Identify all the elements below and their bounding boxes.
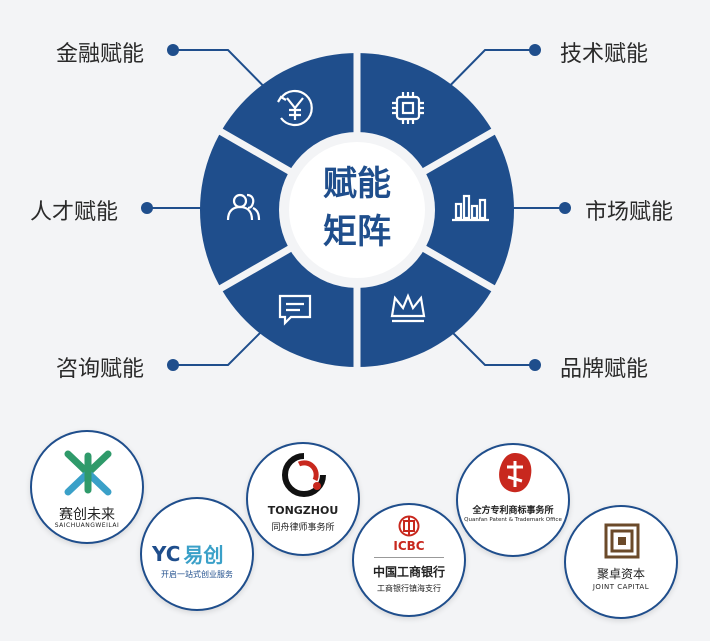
label-finance: 金融赋能 <box>56 42 145 67</box>
dot-consult <box>167 359 179 371</box>
label-talent: 人才赋能 <box>30 200 119 225</box>
saichuang-logo-icon <box>64 450 112 496</box>
crown-icon <box>390 293 426 323</box>
bar-chart-icon <box>452 194 489 222</box>
label-consult: 咨询赋能 <box>56 357 145 382</box>
dot-tech <box>529 44 541 56</box>
joint-capital-logo-icon <box>604 523 640 559</box>
tongzhou-logo-icon <box>282 453 326 497</box>
partner-tongzhou: TONGZHOU 同舟律师事务所 <box>246 442 360 556</box>
partner-subtitle: 同舟律师事务所 <box>271 523 335 533</box>
partner-subtitle: SAICHUANGWEILAI <box>54 522 120 529</box>
partner-yichuang: YC 易创 开启一站式创业服务 <box>140 497 254 611</box>
partner-subtitle: JOINT CAPITAL <box>592 583 650 591</box>
icbc-logo-icon <box>398 515 420 537</box>
partner-saichuang: 赛创未来 SAICHUANGWEILAI <box>30 430 144 544</box>
partner-name: 中国工商银行 <box>372 565 445 579</box>
dot-brand <box>529 359 541 371</box>
matrix-wheel <box>141 44 571 371</box>
partner-name: 赛创未来 <box>59 507 115 523</box>
yen-coin-icon <box>277 89 313 127</box>
partner-joint-capital: 聚卓资本 JOINT CAPITAL <box>564 505 678 619</box>
dot-finance <box>167 44 179 56</box>
partner-subtitle: Quanfan Patent & Trademark Office <box>464 517 562 523</box>
center-title: 赋能 矩阵 <box>297 160 417 256</box>
label-brand: 品牌赋能 <box>560 357 649 382</box>
partner-name: TONGZHOU <box>267 504 339 517</box>
partner-name: 聚卓资本 <box>596 567 645 581</box>
center-disc <box>289 142 425 278</box>
yc-logo-icon: YC <box>152 541 181 566</box>
chip-icon <box>392 92 424 124</box>
icbc-logo-text: ICBC <box>393 539 425 553</box>
dot-market <box>559 202 571 214</box>
partner-subtitle: 开启一站式创业服务 <box>161 570 233 579</box>
partner-subtitle: 工商银行镇海支行 <box>377 584 441 593</box>
people-icon <box>226 193 261 221</box>
dot-talent <box>141 202 153 214</box>
label-tech: 技术赋能 <box>560 42 649 67</box>
label-market: 市场赋能 <box>585 200 674 225</box>
center-title-line2: 矩阵 <box>323 212 391 252</box>
partner-name: 易创 <box>183 543 224 567</box>
partner-quanfang: 全方专利商标事务所 Quanfan Patent & Trademark Off… <box>456 443 570 557</box>
center-title-line1: 赋能 <box>323 164 391 204</box>
partner-icbc: ICBC 中国工商银行 工商银行镇海支行 <box>352 503 466 617</box>
partner-name: 全方专利商标事务所 <box>472 506 554 516</box>
chat-bubble-icon <box>278 294 312 326</box>
quanfang-seal-icon <box>499 453 532 493</box>
